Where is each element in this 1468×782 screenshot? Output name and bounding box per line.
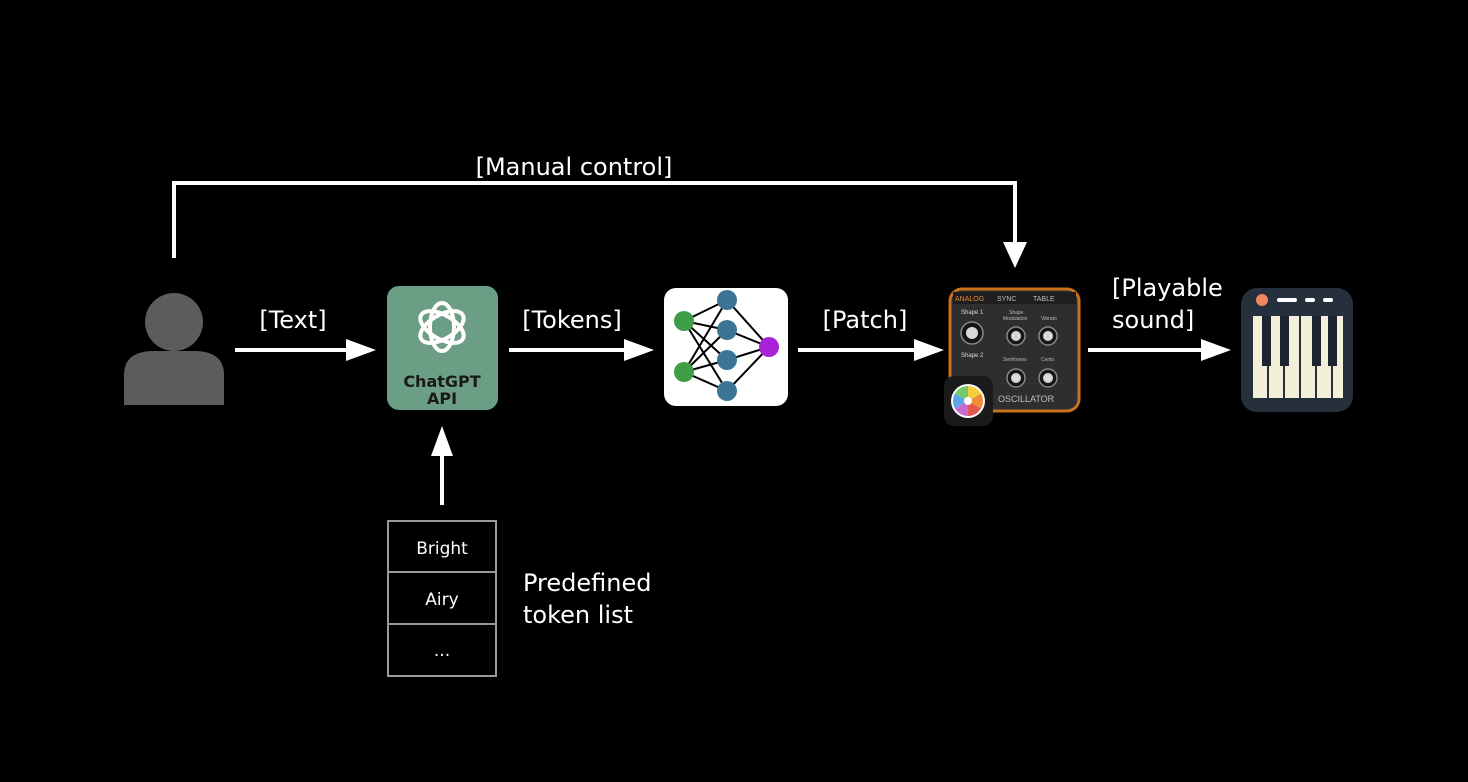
synth-knob bbox=[1006, 326, 1026, 346]
hidden-node bbox=[717, 350, 737, 370]
hidden-node bbox=[717, 290, 737, 310]
playable-sound-label-line2: sound] bbox=[1112, 306, 1194, 334]
synth-tab-analog: ANALOG bbox=[955, 296, 984, 303]
color-wheel-app-icon bbox=[944, 376, 993, 426]
token-list-table: Bright Airy ... bbox=[387, 520, 497, 677]
synth-semitones-label: Semitones bbox=[1003, 357, 1027, 363]
input-node bbox=[674, 362, 694, 382]
neural-network-tile bbox=[664, 288, 788, 406]
synth-knob bbox=[1038, 368, 1058, 388]
record-dot bbox=[1256, 294, 1268, 306]
synth-tab-table: TABLE bbox=[1033, 296, 1055, 303]
manual-control-arrowhead bbox=[1003, 242, 1027, 268]
output-node bbox=[759, 337, 779, 357]
toolbar-mark bbox=[1305, 298, 1315, 302]
synth-knob bbox=[1006, 368, 1026, 388]
piano-app-tile bbox=[1241, 288, 1353, 412]
synth-modulation-label: Modulation bbox=[1003, 316, 1028, 322]
synth-knob bbox=[1038, 326, 1058, 346]
piano-keys bbox=[1253, 316, 1343, 398]
playable-sound-label-line1: [Playable bbox=[1112, 274, 1223, 302]
user-icon bbox=[124, 293, 224, 405]
synth-shape2-label: Shape 2 bbox=[961, 353, 984, 359]
input-node bbox=[674, 311, 694, 331]
token-list-item: Airy bbox=[425, 590, 458, 610]
synth-vibrato-label: Vibrato bbox=[1041, 316, 1057, 322]
playable-sound-arrow bbox=[1088, 339, 1231, 361]
manual-control-arrow bbox=[172, 181, 1027, 268]
synth-footer-label: OSCILLATOR bbox=[998, 394, 1055, 404]
token-list-arrow bbox=[431, 426, 453, 505]
token-list-item: Bright bbox=[416, 539, 468, 559]
api-label: API bbox=[427, 389, 457, 408]
synth-cents-label: Cents bbox=[1041, 357, 1055, 363]
synth-tab-sync: SYNC bbox=[997, 296, 1016, 303]
synth-shape1-label: Shape 1 bbox=[961, 310, 984, 316]
synth-knob bbox=[960, 321, 984, 345]
token-list-item: ... bbox=[434, 641, 450, 661]
text-arrow bbox=[235, 339, 376, 361]
chatgpt-api-tile: ChatGPT API bbox=[387, 286, 498, 410]
chatgpt-label: ChatGPT bbox=[403, 372, 480, 391]
token-list-label-line2: token list bbox=[523, 601, 633, 629]
text-arrow-label: [Text] bbox=[259, 306, 326, 334]
patch-arrow bbox=[798, 339, 944, 361]
toolbar-mark bbox=[1277, 298, 1297, 302]
manual-control-label: [Manual control] bbox=[476, 153, 673, 181]
synth-shape-label: Shape bbox=[1009, 310, 1024, 316]
hidden-node bbox=[717, 320, 737, 340]
toolbar-mark bbox=[1323, 298, 1333, 302]
token-list-label-line1: Predefined bbox=[523, 569, 651, 597]
tokens-arrow-label: [Tokens] bbox=[522, 306, 622, 334]
patch-arrow-label: [Patch] bbox=[823, 306, 908, 334]
tokens-arrow bbox=[509, 339, 654, 361]
hidden-node bbox=[717, 381, 737, 401]
synth-oscillator-tile: ANALOG SYNC TABLE Shape 1 Shape Modulati… bbox=[944, 287, 1081, 426]
